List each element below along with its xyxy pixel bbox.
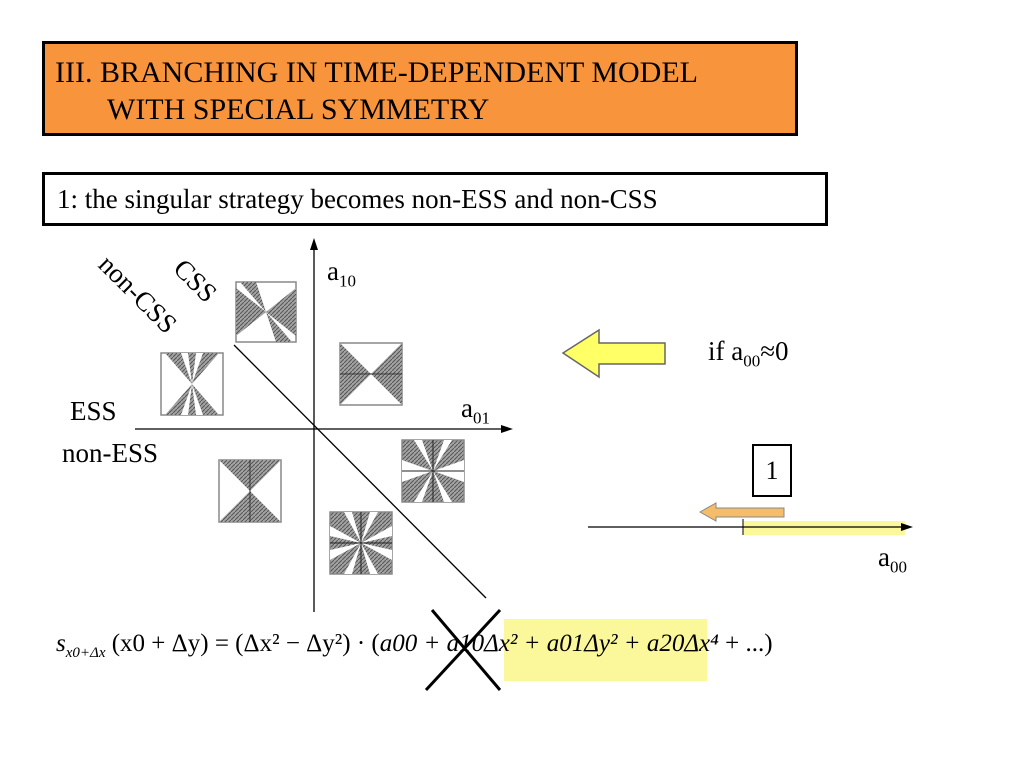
subtitle-box: 1: the singular strategy becomes non-ESS… bbox=[42, 172, 828, 226]
formula-term-a20: + a20Δx⁴ bbox=[623, 630, 719, 657]
starburst-variant-icon bbox=[329, 511, 393, 575]
formula: sx0+Δx (x0 + Δy) = (Δx² − Δy²) · (a00 + … bbox=[56, 630, 773, 662]
formula-tail: + ...) bbox=[725, 630, 773, 657]
bowtie-horizontal-icon bbox=[339, 342, 403, 406]
formula-term-a10: + a10Δx² bbox=[423, 630, 518, 657]
condition-label: if a00≈0 bbox=[708, 336, 789, 371]
formula-lhs-args: (x0 + Δy) bbox=[111, 630, 209, 657]
a00-axis bbox=[588, 523, 913, 531]
bowtie-vertical-icon bbox=[218, 459, 282, 523]
a00-axis-label: a00 bbox=[878, 542, 907, 577]
scenario-number-box: 1 bbox=[752, 444, 792, 497]
title-line-1: III. BRANCHING IN TIME-DEPENDENT MODEL bbox=[55, 56, 698, 89]
bowtie-horizontal-slit-icon bbox=[235, 281, 297, 343]
formula-s: s bbox=[56, 630, 66, 657]
formula-crossed-term: a00 bbox=[379, 630, 418, 657]
formula-term-a01: + a01Δy² bbox=[523, 630, 618, 657]
bowtie-vertical-slit-icon bbox=[160, 352, 224, 416]
formula-dot: · bbox=[356, 630, 366, 657]
cross-out-mark bbox=[424, 608, 502, 692]
y-axis-label: a10 bbox=[327, 256, 356, 291]
diagonal-line bbox=[233, 344, 487, 599]
formula-equals: = bbox=[214, 630, 229, 657]
small-left-arrow-icon bbox=[698, 502, 785, 522]
formula-factor: (Δx² − Δy²) bbox=[235, 630, 351, 657]
x-axis bbox=[135, 425, 513, 433]
formula-s-subscript: x0+Δx bbox=[65, 645, 106, 661]
x-axis-label: a01 bbox=[461, 393, 490, 428]
title-box: III. BRANCHING IN TIME-DEPENDENT MODEL W… bbox=[42, 41, 798, 136]
starburst-icon bbox=[401, 439, 465, 503]
formula-open: ( bbox=[371, 630, 380, 657]
formula-highlight bbox=[504, 619, 707, 681]
a00-axis-highlight bbox=[743, 521, 905, 535]
ess-label: ESS bbox=[70, 396, 117, 426]
title-line-2: WITH SPECIAL SYMMETRY bbox=[107, 93, 490, 126]
left-arrow-icon bbox=[561, 328, 666, 379]
non-ess-label: non-ESS bbox=[62, 438, 159, 468]
